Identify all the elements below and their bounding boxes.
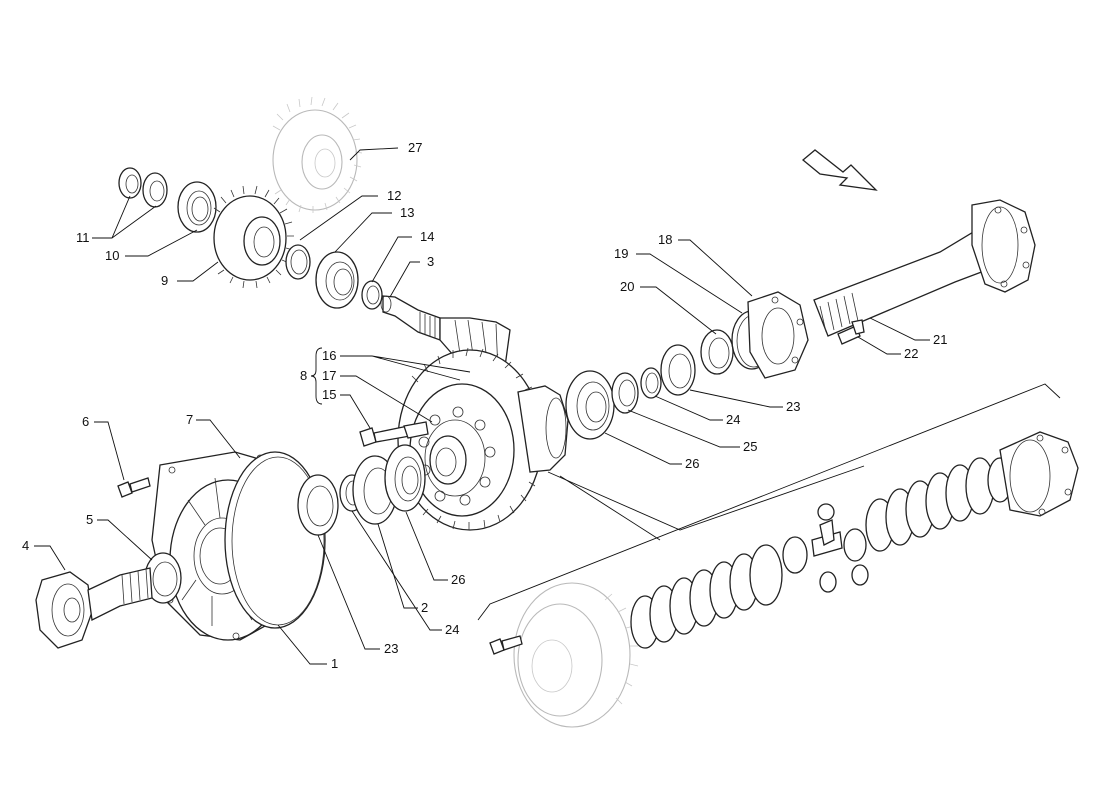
inset-diff-case — [999, 431, 1079, 517]
ring-gear-16 — [394, 347, 569, 531]
bolt-15 — [359, 421, 429, 447]
callout-27: 27 — [408, 140, 422, 155]
callout-25: 25 — [743, 439, 757, 454]
callout-18: 18 — [658, 232, 672, 247]
bolt-6 — [117, 477, 151, 498]
axle-shaft-21 — [813, 199, 1036, 337]
bearing-23-right — [660, 344, 696, 396]
spacer-12 — [285, 244, 311, 280]
gear-part-27 — [272, 96, 363, 213]
bearing-23-left — [297, 474, 339, 536]
shim-24-right — [640, 367, 662, 399]
callout-14: 14 — [420, 229, 434, 244]
callout-4: 4 — [22, 538, 29, 553]
callout-17: 17 — [322, 368, 336, 383]
callout-13: 13 — [400, 205, 414, 220]
bolt-22 — [837, 319, 865, 345]
callout-24-left: 24 — [445, 622, 459, 637]
callout-6: 6 — [82, 414, 89, 429]
bearing-10 — [177, 181, 217, 233]
callout-23-left: 23 — [384, 641, 398, 656]
inset-bolt — [489, 635, 523, 655]
callout-9: 9 — [161, 273, 168, 288]
callout-19: 19 — [614, 246, 628, 261]
bearing-13 — [315, 251, 359, 309]
callout-8: 8 — [300, 368, 307, 383]
flange-cover-18 — [747, 291, 809, 379]
callout-26-left: 26 — [451, 572, 465, 587]
seal-20 — [700, 329, 734, 375]
callout-11: 11 — [76, 230, 90, 245]
callout-16: 16 — [322, 348, 336, 363]
inset-clutch-pack-left — [630, 544, 783, 649]
seal-5 — [144, 552, 182, 604]
bearing-26-left — [384, 444, 426, 512]
callout-labels: 27 12 13 14 3 11 10 9 18 19 20 21 22 23 … — [22, 140, 947, 671]
callout-15: 15 — [322, 387, 336, 402]
exploded-inset-bracket — [477, 383, 1061, 621]
inset-spider-gears — [782, 503, 869, 593]
callout-5: 5 — [86, 512, 93, 527]
callout-20: 20 — [620, 279, 634, 294]
arrow-right-down-icon — [801, 149, 878, 191]
callout-3: 3 — [427, 254, 434, 269]
gear-part-9 — [213, 185, 294, 289]
inset-clutch-pack-right — [865, 457, 1013, 552]
callout-23-right: 23 — [786, 399, 800, 414]
callout-12: 12 — [387, 188, 401, 203]
flange-shaft-4 — [35, 567, 153, 649]
callout-22: 22 — [904, 346, 918, 361]
callout-21: 21 — [933, 332, 947, 347]
bearing-26-right — [565, 370, 615, 440]
shim-14 — [361, 280, 383, 310]
callout-26-right: 26 — [685, 456, 699, 471]
inset-ring-gear — [513, 582, 639, 728]
callout-7: 7 — [186, 412, 193, 427]
leader-lines — [34, 147, 930, 665]
callout-24-right: 24 — [726, 412, 740, 427]
callout-2: 2 — [421, 600, 428, 615]
callout-10: 10 — [105, 248, 119, 263]
ring-nut-11 — [118, 167, 168, 208]
callout-1: 1 — [331, 656, 338, 671]
group-brace-8 — [310, 347, 323, 405]
bearing-cup-25 — [611, 372, 639, 414]
